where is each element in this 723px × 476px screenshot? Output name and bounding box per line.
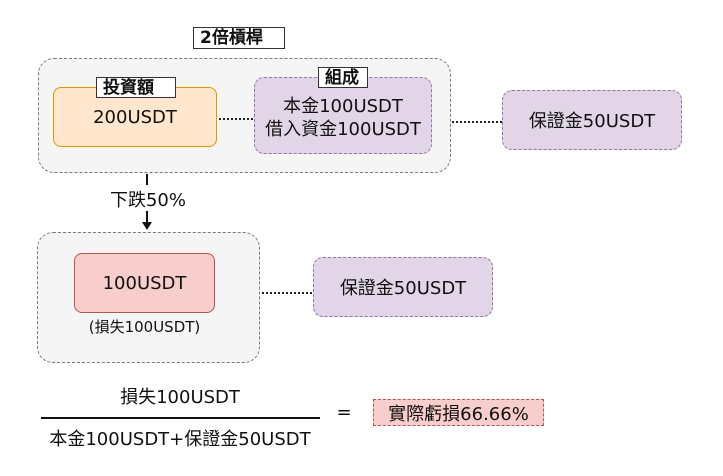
investment-value: 200USDT bbox=[93, 106, 177, 128]
remaining-value-box: 100USDT bbox=[74, 253, 215, 313]
formula-denominator: 本金100USDT+保證金50USDT bbox=[49, 429, 311, 450]
diagram-title: 2倍槓桿 bbox=[193, 27, 285, 49]
actual-loss-box: 實際虧損66.66% bbox=[373, 399, 544, 426]
bottom-margin-text: 保證金50USDT bbox=[339, 278, 467, 299]
composition-label: 組成 bbox=[318, 67, 368, 88]
connector-bottom-margin bbox=[262, 292, 312, 294]
formula-numerator: 損失100USDT bbox=[120, 387, 240, 408]
investment-label: 投資額 bbox=[96, 77, 176, 98]
actual-loss-text: 實際虧損66.66% bbox=[388, 403, 529, 425]
drop-label: 下跌50% bbox=[109, 190, 186, 211]
connector-composition-margin bbox=[452, 121, 502, 123]
bottom-margin-box: 保證金50USDT bbox=[313, 257, 493, 317]
principal-text: 本金100USDT bbox=[283, 96, 403, 117]
loss-note: (損失100USDT) bbox=[88, 317, 201, 336]
fraction-line bbox=[41, 417, 320, 419]
borrowed-funds-text: 借入資金100USDT bbox=[265, 118, 421, 140]
connector-investment-composition bbox=[219, 118, 253, 120]
equals-sign: = bbox=[336, 401, 352, 423]
remaining-value-text: 100USDT bbox=[102, 272, 187, 294]
top-margin-box: 保證金50USDT bbox=[502, 90, 682, 150]
top-margin-text: 保證金50USDT bbox=[528, 111, 656, 132]
